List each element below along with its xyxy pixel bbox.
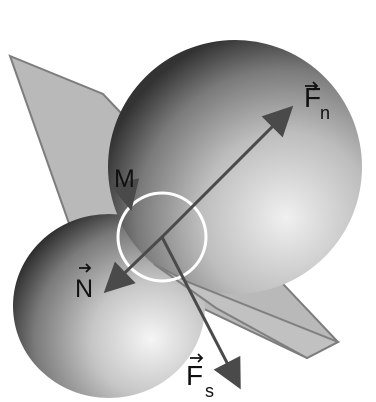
m-label: M [114, 165, 135, 193]
fs-label-main: F [186, 360, 203, 391]
upper-sphere [108, 40, 362, 294]
normal-vector-arrow [103, 235, 164, 294]
normal-force-arrow [160, 105, 294, 239]
vector-arrow-icon [305, 81, 319, 91]
vector-arrow-icon [190, 353, 204, 363]
m-direction-arrow [109, 178, 140, 211]
shear-force-arrow [160, 236, 241, 390]
fn-label-group: F n [304, 81, 330, 123]
fs-label-subscript: s [205, 381, 214, 401]
fs-label-group: F s [186, 353, 214, 401]
fn-label-main: F [304, 82, 321, 113]
angle-circle [116, 191, 208, 283]
vector-arrow-icon [79, 263, 92, 273]
n-label: N [75, 275, 93, 303]
fn-label-subscript: n [320, 103, 330, 123]
n-label-group: N [75, 263, 93, 303]
